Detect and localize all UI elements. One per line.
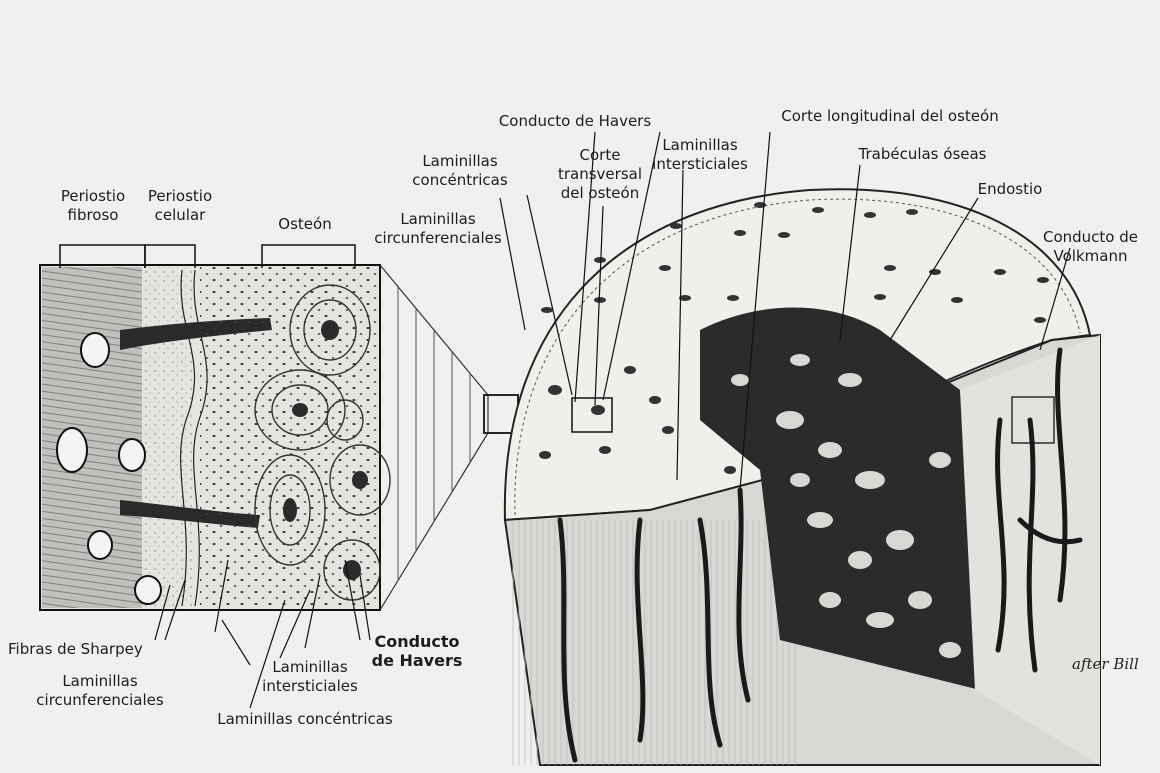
bone-section (505, 189, 1100, 765)
artist-signature: after Bill (1072, 655, 1139, 673)
label-conducto-havers-bottom: Conducto de Havers (362, 632, 472, 670)
label-periostio-fibroso: Periostio fibroso (43, 187, 143, 225)
label-periostio-celular: Periostio celular (135, 187, 225, 225)
label-laminillas-concentricas-top: Laminillas concéntricas (400, 152, 520, 190)
label-laminillas-intersticiales-bottom: Laminillas intersticiales (250, 658, 370, 696)
label-trabeculas-oseas: Trabéculas óseas (835, 145, 1010, 164)
label-fibras-sharpey: Fibras de Sharpey (8, 640, 143, 659)
label-laminillas-concentricas-bottom: Laminillas concéntricas (190, 710, 420, 729)
label-laminillas-circunferenciales-bottom: Laminillas circunferenciales (20, 672, 180, 710)
label-endostio: Endostio (960, 180, 1060, 199)
label-corte-longitudinal: Corte longitudinal del osteón (755, 107, 1025, 126)
magnified-cortex-block (40, 265, 518, 610)
label-laminillas-circunferenciales-top: Laminillas circunferenciales (358, 210, 518, 248)
label-laminillas-intersticiales-top: Laminillas intersticiales (630, 136, 770, 174)
label-conducto-volkmann: Conducto de Volkmann (1028, 228, 1153, 266)
label-osteon: Osteón (255, 215, 355, 234)
label-conducto-havers-top: Conducto de Havers (475, 112, 675, 131)
